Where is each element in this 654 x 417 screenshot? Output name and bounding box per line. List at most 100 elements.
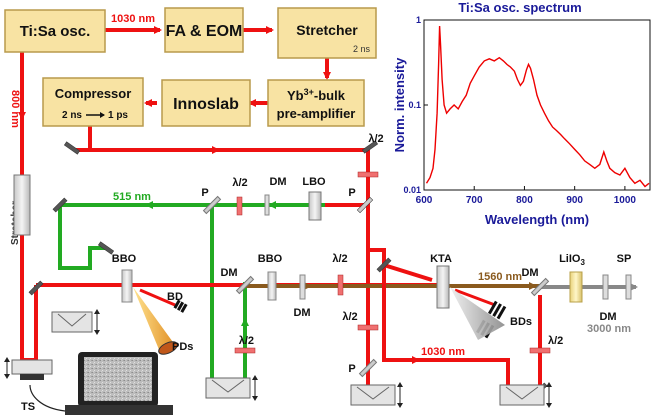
mirror (63, 141, 81, 155)
label-hwp: λ/2 (232, 177, 247, 189)
box-compressor: Compressor 2 ns 1 ps (42, 77, 144, 127)
kta-crystal (436, 265, 450, 309)
dichroic-mirror (530, 277, 550, 297)
compressor-label: Compressor (55, 86, 132, 101)
box-stretcher: Stretcher 2 ns (277, 7, 377, 59)
beamsplitter (356, 196, 374, 214)
fa-eom-label: FA & EOM (166, 23, 243, 40)
hwp (234, 347, 256, 354)
bbo-crystal-2 (267, 271, 277, 301)
translation-stage (4, 357, 53, 380)
mirror (28, 280, 44, 296)
mirror (52, 197, 68, 213)
delay-stage (205, 375, 258, 401)
hwp (357, 324, 379, 331)
beam-to-bds (454, 288, 496, 307)
label-bbo: BBO (112, 253, 137, 265)
preamp-bulk: -bulk (314, 88, 346, 103)
dm-plate-2 (299, 274, 306, 300)
delay-stage (499, 382, 552, 408)
x-tick-label: 1000 (614, 195, 637, 206)
chart-title: Ti:Sa osc. spectrum (458, 0, 581, 15)
box-preamp: Yb3+-bulk pre-amplifier (267, 79, 365, 127)
component-labels: λ/2 DM LBO P λ/2 P BBO BBO DM DM λ/2 λ/2… (21, 133, 631, 413)
label-hwp: λ/2 (332, 253, 347, 265)
pds-light-cone (133, 287, 175, 352)
label-hwp: λ/2 (548, 335, 563, 347)
label-800: 800 nm (9, 90, 21, 128)
hwp (357, 171, 379, 178)
dm-plate (264, 194, 270, 216)
label-p: P (348, 363, 355, 375)
beam-green-delay (58, 205, 105, 270)
label-dm: DM (269, 176, 286, 188)
sp-filter (625, 274, 632, 300)
label-bds: BDs (510, 316, 532, 328)
label-hwp: λ/2 (239, 335, 254, 347)
label-ts: TS (21, 401, 35, 413)
x-tick-label: 800 (516, 195, 533, 206)
chart-ylabel: Norm. intensity (392, 57, 407, 152)
beam-dump-bd (173, 299, 188, 313)
kta-idler-cone (450, 287, 505, 340)
preamp-label: pre-amplifier (277, 106, 356, 121)
y-tick-label: 0.01 (403, 185, 421, 195)
x-tick-label: 900 (566, 195, 583, 206)
compressor-sub-a: 2 ns (62, 110, 82, 121)
y-tick-label: 1 (416, 15, 421, 25)
box-tisa: Ti:Sa osc. (4, 9, 106, 53)
label-dm: DM (293, 307, 310, 319)
monitor-icon (29, 352, 173, 415)
stretcher-label: Stretcher (296, 22, 358, 38)
liio3-text: LiIO (559, 253, 581, 265)
label-liio3: LiIO3 (559, 253, 585, 267)
preamp-yb: Yb (287, 88, 304, 103)
lbo-crystal (308, 191, 322, 221)
delay-stage (350, 382, 403, 408)
half-wave-plates (234, 171, 551, 354)
svg-text:Yb3+-bulk: Yb3+-bulk (287, 87, 346, 103)
beam-compressor-out (75, 126, 92, 152)
stretcher-sub: 2 ns (353, 44, 371, 54)
label-hwp: λ/2 (368, 133, 383, 145)
mirrors (28, 140, 548, 398)
polarizer (358, 358, 378, 378)
hwp (337, 274, 344, 296)
label-bbo: BBO (258, 253, 283, 265)
tisa-label: Ti:Sa osc. (20, 23, 91, 40)
beam-ts-return (22, 285, 38, 362)
label-dm: DM (521, 267, 538, 279)
liio3-sub: 3 (580, 258, 585, 267)
y-ticks: 0.01 0.1 1 (403, 15, 428, 195)
preamp-sup: 3+ (304, 87, 314, 97)
label-515: 515 nm (113, 191, 151, 203)
label-dm: DM (220, 267, 237, 279)
beam-to-bd (139, 288, 176, 307)
box-fa-eom: FA & EOM (164, 7, 244, 53)
label-p: P (348, 187, 355, 199)
mirror (376, 257, 392, 273)
x-tick-label: 600 (416, 195, 433, 206)
box-innoslab: Innoslab (161, 79, 251, 127)
fiber-stretcher (13, 174, 31, 236)
label-p: P (201, 187, 208, 199)
hwp (529, 347, 551, 354)
compressor-sub-b: 1 ps (108, 110, 128, 121)
label-3000: 3000 nm (587, 323, 631, 335)
label-kta: KTA (430, 253, 452, 265)
innoslab-label: Innoslab (173, 96, 239, 113)
label-sp: SP (617, 253, 632, 265)
dm-plate-3 (602, 274, 609, 300)
label-1030-top: 1030 nm (111, 13, 155, 25)
label-1030-bottom: 1030 nm (421, 346, 465, 358)
polarizer-green (202, 195, 222, 215)
beam-green-pump (210, 205, 247, 384)
label-hwp: λ/2 (342, 311, 357, 323)
y-tick-label: 0.1 (408, 100, 421, 110)
bbo-crystal-1 (121, 269, 133, 303)
mirror (361, 140, 379, 154)
spectrum-series-line (425, 25, 650, 188)
delay-stages (4, 309, 552, 408)
